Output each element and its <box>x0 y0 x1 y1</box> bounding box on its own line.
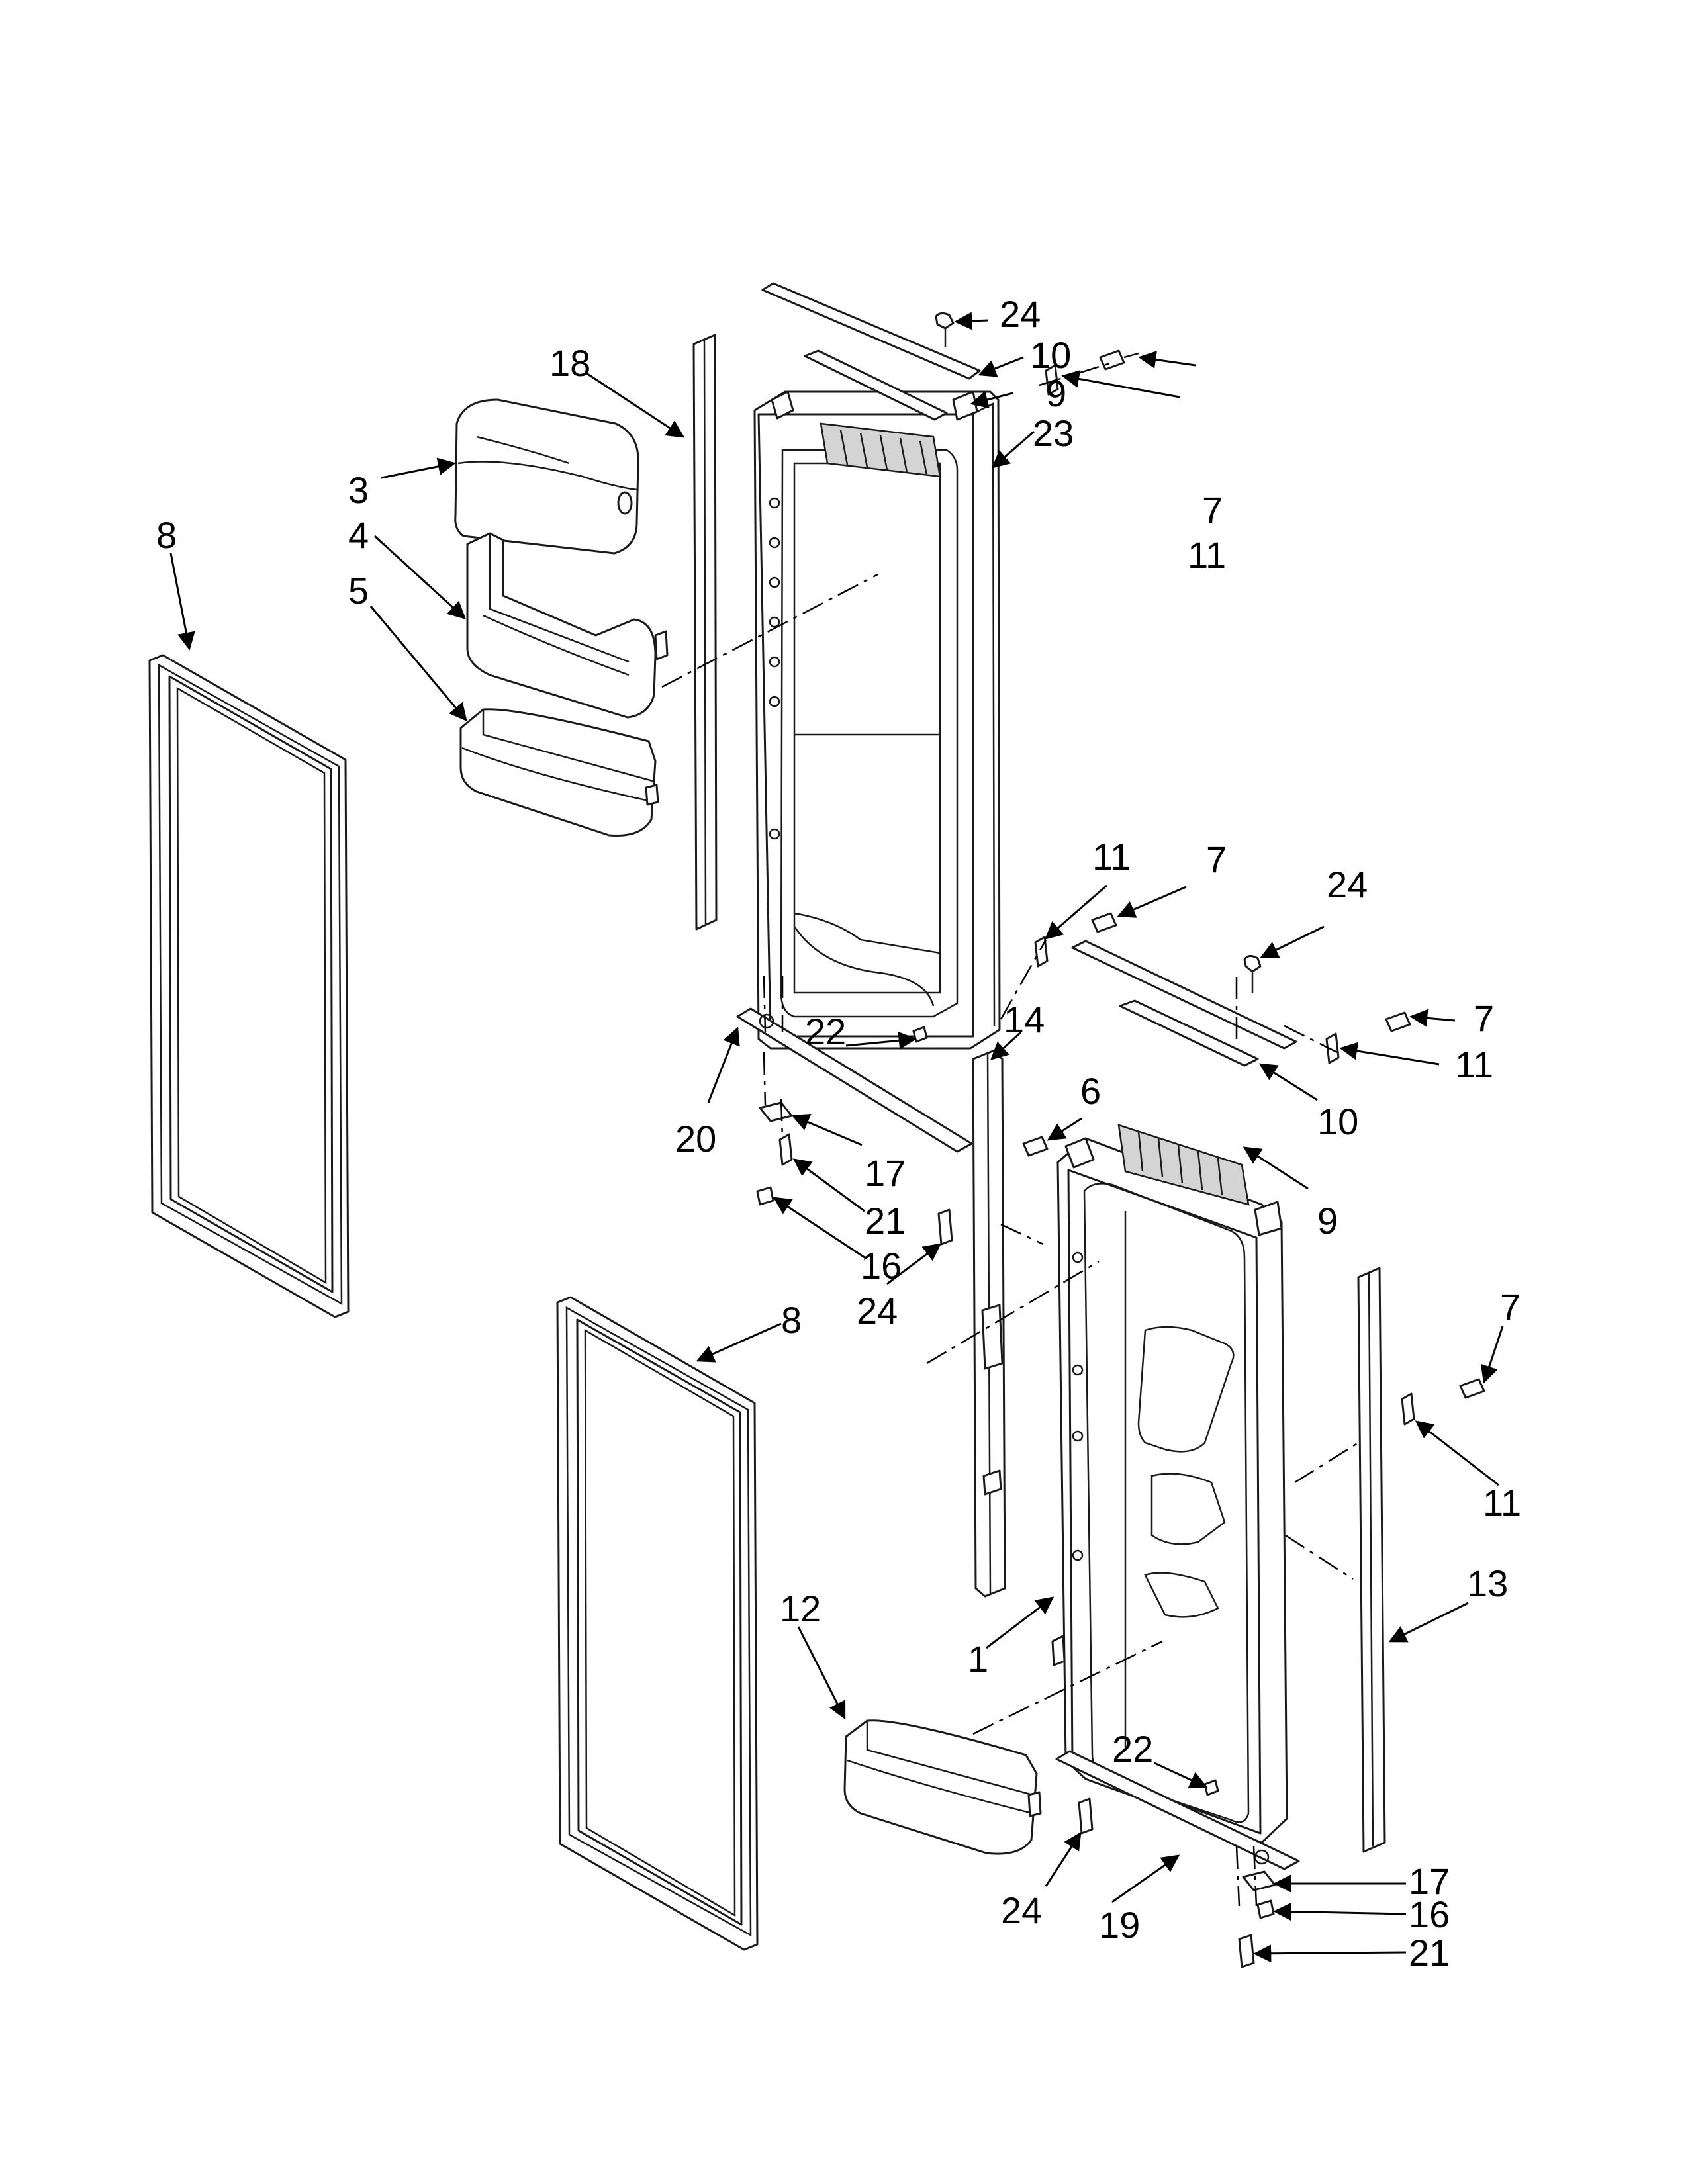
callout: 22 <box>1112 1728 1153 1770</box>
callout: 14 <box>1004 999 1045 1040</box>
door-bin-lower <box>843 1719 1042 1855</box>
door-bin-small <box>459 708 659 837</box>
door-trim-strip-right <box>1357 1267 1386 1853</box>
callout: 9 <box>1046 373 1066 414</box>
upper-door-liner <box>753 390 1001 1050</box>
callout: 1 <box>968 1638 988 1680</box>
callout: 18 <box>549 342 590 384</box>
callout: 7 <box>1202 489 1223 531</box>
callout: 7 <box>1500 1286 1521 1328</box>
bin-cover <box>454 398 639 555</box>
hinge-bracket-lower <box>1055 1750 1300 1870</box>
callout: 24 <box>1327 864 1368 905</box>
callout: 21 <box>1409 1932 1450 1974</box>
alignment-lines <box>661 361 1359 1907</box>
door-trim-strip-left <box>692 334 718 931</box>
callout: 8 <box>781 1299 802 1341</box>
callout: 19 <box>1099 1904 1140 1946</box>
hinge-strip <box>972 1050 1006 1598</box>
callout: 10 <box>1317 1101 1358 1142</box>
callout: 24 <box>1000 293 1041 335</box>
callout: 21 <box>865 1200 906 1242</box>
leader-lines <box>169 312 1504 1963</box>
callout: 11 <box>1188 534 1226 576</box>
upper-door-cap <box>761 282 981 421</box>
callout-labels: 24 10 9 23 18 7 11 3 4 8 5 11 7 24 7 11 … <box>156 293 1521 1974</box>
callout: 9 <box>1317 1200 1338 1242</box>
callout: 11 <box>1455 1044 1493 1085</box>
callout: 4 <box>348 514 369 556</box>
callout: 17 <box>1409 1860 1450 1902</box>
hinge-bracket-upper <box>736 1007 973 1153</box>
callout: 12 <box>780 1588 821 1629</box>
callout: 11 <box>1483 1482 1521 1524</box>
door-gasket-lower <box>556 1296 759 1951</box>
callout: 5 <box>348 570 369 612</box>
callout: 20 <box>675 1118 716 1160</box>
callout: 10 <box>1030 334 1071 376</box>
callout: 7 <box>1206 839 1227 880</box>
lower-door-liner <box>1051 1124 1288 1844</box>
callout: 16 <box>1409 1893 1450 1935</box>
callout: 13 <box>1467 1563 1508 1604</box>
callout: 3 <box>348 469 369 511</box>
callout: 23 <box>1033 412 1074 454</box>
callout: 16 <box>861 1245 902 1287</box>
callout: 11 <box>1092 836 1131 878</box>
callout: 6 <box>1080 1070 1101 1112</box>
callout: 22 <box>805 1011 846 1052</box>
callout: 8 <box>156 514 177 556</box>
lower-door-cap <box>1071 940 1297 1067</box>
callout: 17 <box>865 1152 906 1194</box>
door-gasket-upper <box>148 654 350 1318</box>
callout: 24 <box>857 1290 898 1332</box>
door-bin-upper <box>466 532 669 719</box>
callout: 7 <box>1474 997 1494 1039</box>
callout: 24 <box>1001 1889 1042 1931</box>
